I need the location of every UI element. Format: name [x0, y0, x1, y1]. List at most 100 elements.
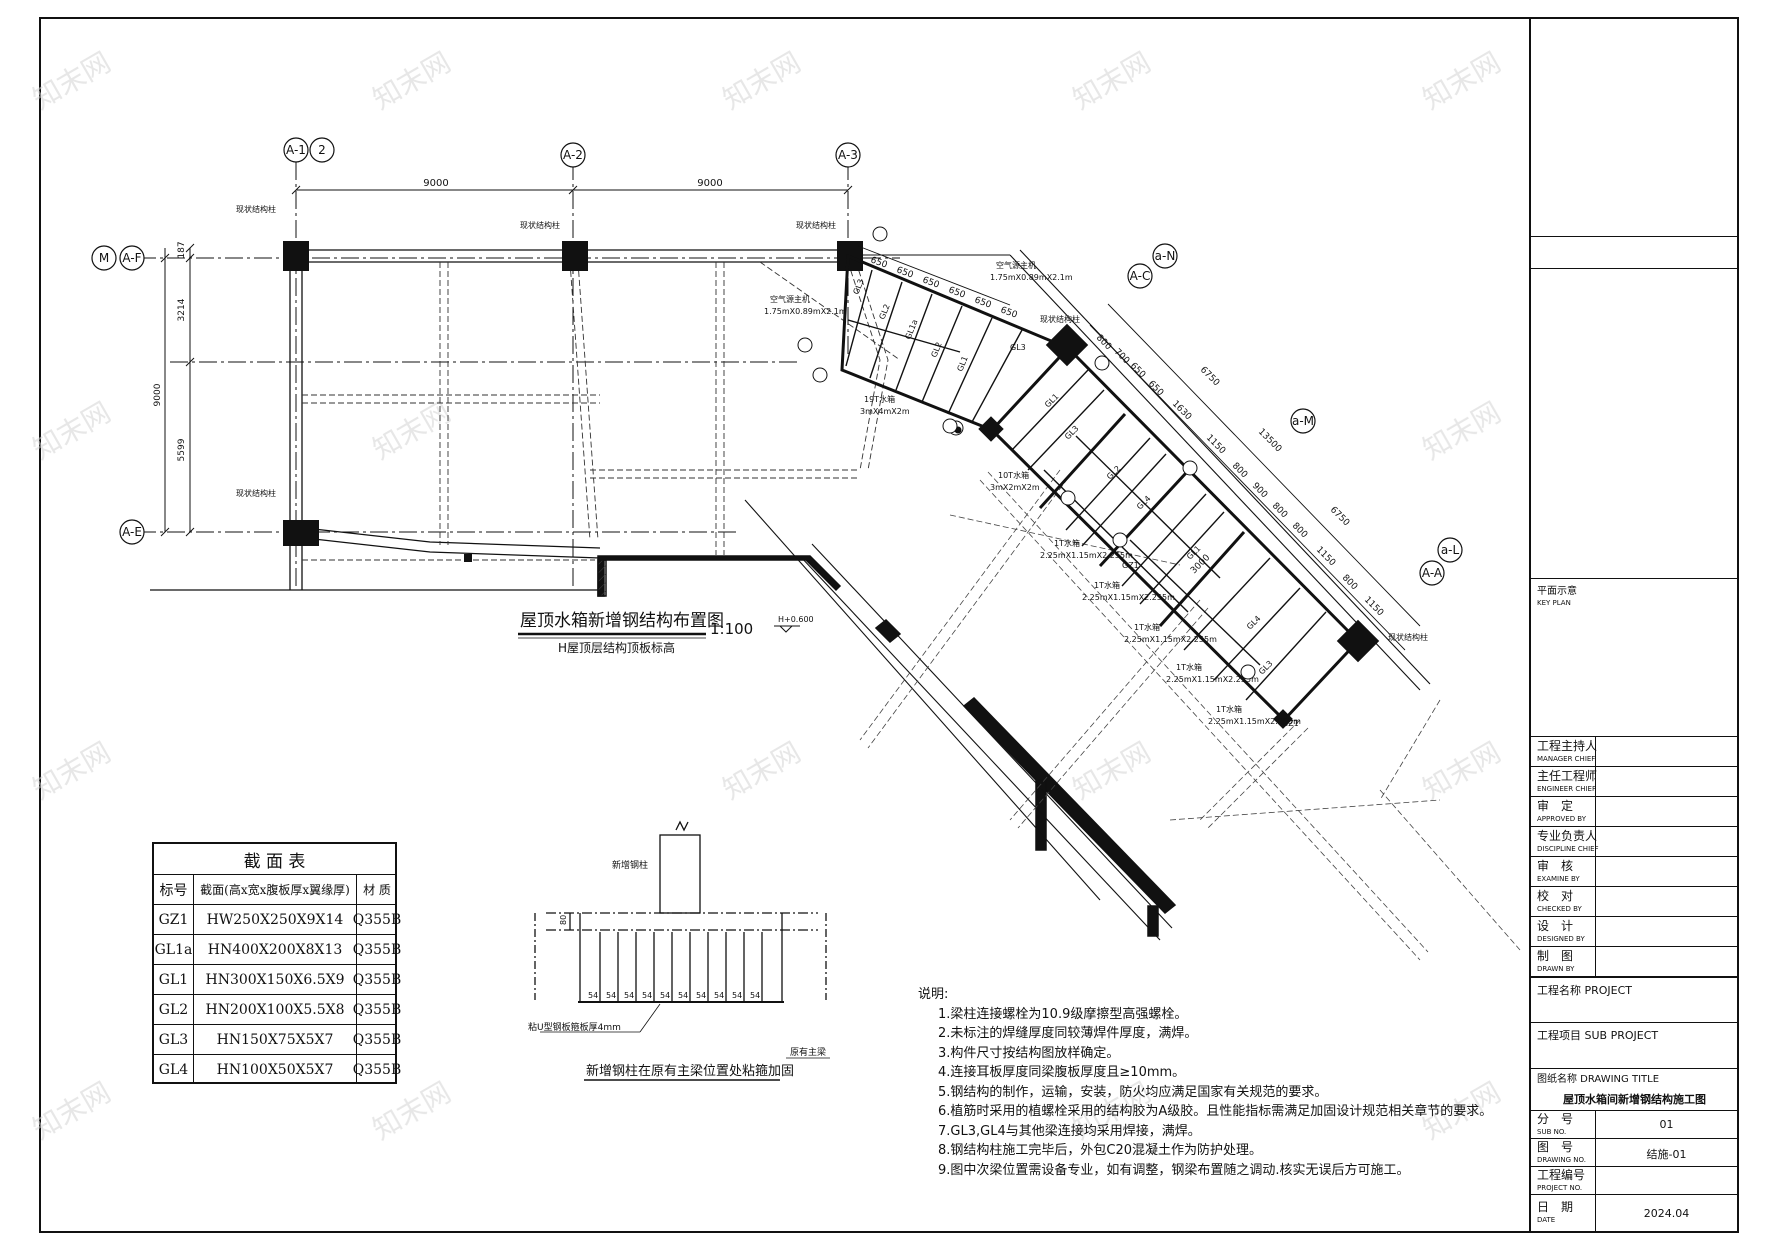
tank-10-size: 3mX2mX2m — [990, 483, 1040, 492]
col-note-5: 现状结构柱 — [1040, 314, 1080, 324]
equipment-labels: 空气源主机 1.75mX0.89mX2.1m 空气源主机 1.75mX0.89m… — [764, 260, 1301, 726]
role-en: DESIGNED BY — [1537, 935, 1585, 943]
grid-label-al: a-L — [1441, 543, 1460, 557]
grid-label-a3: A-3 — [838, 148, 858, 162]
table-row: GL2 HN200X100X5.5X8 Q355B — [154, 994, 401, 1024]
ac-unit-size-1: 1.75mX0.89mX2.1m — [990, 273, 1073, 282]
row-section: HW250X250X9X14 — [194, 905, 357, 934]
row-mark: GZ1 — [154, 905, 194, 934]
header-material: 材 质 — [363, 883, 391, 897]
column-a1-ae — [283, 520, 319, 546]
key-plan-area: 平面示意 KEY PLAN — [1531, 578, 1738, 753]
detail-dim-80: 80 — [559, 915, 568, 925]
col-note-1: 现状结构柱 — [236, 204, 276, 214]
table-row: GL4 HN100X50X5X7 Q355B — [154, 1054, 401, 1084]
column-a2-af — [562, 241, 588, 271]
tb-blank-area — [1531, 268, 1738, 578]
note-item: 9.图中次梁位置需设备专业，如有调整，钢梁布置随之调动.核实无误后方可施工。 — [938, 1162, 1410, 1178]
key-plan-label: 平面示意 — [1537, 586, 1577, 597]
column-a1-af — [283, 241, 309, 271]
tank-1-label-2: 1T水箱 — [1094, 580, 1120, 590]
tb-project-row: 工程名称 PROJECT — [1531, 976, 1738, 1022]
table-row: GL3 HN150X75X5X7 Q355B — [154, 1024, 401, 1054]
ac-unit-label-2: 空气源主机 — [770, 294, 810, 304]
existing-beams — [150, 249, 848, 591]
tank-19-size: 3mX4mX2m — [860, 407, 910, 416]
tank-19-label: 19T水箱 — [864, 394, 895, 404]
dim-seq: 800 — [1094, 333, 1113, 352]
note-item: 3.构件尺寸按结构图放样确定。 — [938, 1045, 1120, 1061]
dim-5599: 5599 — [177, 438, 187, 461]
tb-blank-row — [1531, 236, 1738, 268]
section-table-header: 标号 截面(高x宽x腹板厚x翼缘厚) 材 质 — [154, 874, 395, 904]
role-cn: 设 计 — [1537, 919, 1574, 933]
header-section: 截面(高x宽x腹板厚x翼缘厚) — [194, 875, 357, 904]
elevation-label: H+0.600 — [778, 615, 814, 624]
watermark: 知末网 — [1417, 45, 1506, 116]
row-section: HN400X200X8X13 — [194, 935, 357, 964]
tb-project-no-row: 工程编号 PROJECT NO. — [1531, 1166, 1738, 1195]
grid-label-aa: A-A — [1422, 566, 1443, 580]
tb-drawing-no-label: 图 号 — [1537, 1140, 1574, 1154]
detail-new-column-label: 新增钢柱 — [612, 859, 648, 871]
role-en: CHECKED BY — [1537, 905, 1582, 913]
dim-187: 187 — [177, 241, 187, 258]
role-en: EXAMINE BY — [1537, 875, 1580, 883]
role-cn: 工程主持人 — [1537, 739, 1598, 753]
grid-label-af: A-F — [122, 251, 141, 265]
row-mark: GL1 — [154, 965, 194, 994]
inclined-secondary-beams — [859, 469, 1521, 961]
column-gz1-north — [1045, 323, 1089, 367]
watermark: 知末网 — [717, 45, 806, 116]
table-row: GL1a HN400X200X8X13 Q355B — [154, 934, 401, 964]
role-en: ENGINEER CHIEF — [1537, 785, 1596, 793]
tag-gz1: GZ1 — [1282, 719, 1299, 728]
tag-gl4: GL4 — [1245, 614, 1263, 632]
tb-sub-project-label: 工程项目 SUB PROJECT — [1537, 1029, 1659, 1042]
note-item: 2.未标注的焊缝厚度同较薄焊件厚度，满焊。 — [938, 1026, 1198, 1041]
row-mark: GL1a — [154, 935, 194, 964]
dim-seq: 1150 — [1204, 433, 1227, 456]
col-note-6: 现状结构柱 — [1388, 632, 1428, 642]
col-note-2: 现状结构柱 — [520, 220, 560, 230]
reinforcement-detail — [534, 820, 827, 1003]
tb-date-value: 2024.04 — [1643, 1207, 1690, 1220]
dim-seq: 650 — [1128, 361, 1147, 380]
tank-1-label-3: 1T水箱 — [1134, 622, 1160, 632]
notes-heading: 说明: — [918, 987, 949, 1002]
note-item: 5.钢结构的制作，运输，安装，防火均应满足国家有关规范的要求。 — [938, 1084, 1328, 1100]
new-steel-main-beams — [840, 253, 1360, 722]
tb-drawing-title-row: 图纸名称 DRAWING TITLE 屋顶水箱间新增钢结构施工图 — [1531, 1068, 1738, 1110]
table-row: GL1 HN300X150X6.5X9 Q355B — [154, 964, 401, 994]
top-dimension-line — [291, 185, 853, 195]
dim-650: 650 — [999, 305, 1019, 320]
row-section: HN100X50X5X7 — [194, 1055, 357, 1084]
note-item: 8.钢结构柱施工完毕后，外包C20混凝土作为防护处理。 — [938, 1143, 1263, 1158]
grid-label-a1b: 2 — [318, 143, 326, 157]
tb-drawing-no-en: DRAWING NO. — [1537, 1156, 1586, 1164]
drawing-scale: 1:100 — [710, 620, 753, 638]
tank-1-label-1: 1T水箱 — [1054, 538, 1080, 548]
grid-label-a1: A-1 — [286, 143, 306, 157]
watermark: 知末网 — [367, 395, 456, 466]
dim-seq: 900 — [1250, 481, 1269, 500]
dim-9000-vertical: 9000 — [153, 383, 163, 406]
watermark: 知末网 — [1067, 735, 1156, 806]
tb-role-row: 校 对 CHECKED BY — [1531, 886, 1738, 917]
tb-sub-no-label: 分 号 — [1537, 1112, 1574, 1126]
tb-role-row: 制 图 DRAWN BY — [1531, 946, 1738, 977]
svg-text:54: 54 — [732, 991, 742, 1000]
dim-13500: 13500 — [1256, 427, 1284, 455]
svg-text:54: 54 — [714, 991, 724, 1000]
grid-label-m: M — [99, 251, 109, 265]
existing-walls — [597, 555, 1177, 937]
dim-6750-b: 6750 — [1328, 505, 1351, 528]
note-item: 4.连接耳板厚度同梁腹板厚度且≥10mm。 — [938, 1065, 1186, 1080]
note-item: 6.植筋时采用的植螺栓采用的结构胶为A级胶。且性能指标需满足加固设计规范相关章节… — [938, 1104, 1493, 1119]
tb-date-en: DATE — [1537, 1216, 1556, 1224]
watermark: 知末网 — [1417, 395, 1506, 466]
role-en: DRAWN BY — [1537, 965, 1575, 973]
tb-drawing-no-value: 结施-01 — [1646, 1148, 1687, 1161]
tank-1-size-4: 2.25mX1.15mX2.255m — [1166, 675, 1259, 684]
grid-lines — [138, 162, 900, 590]
